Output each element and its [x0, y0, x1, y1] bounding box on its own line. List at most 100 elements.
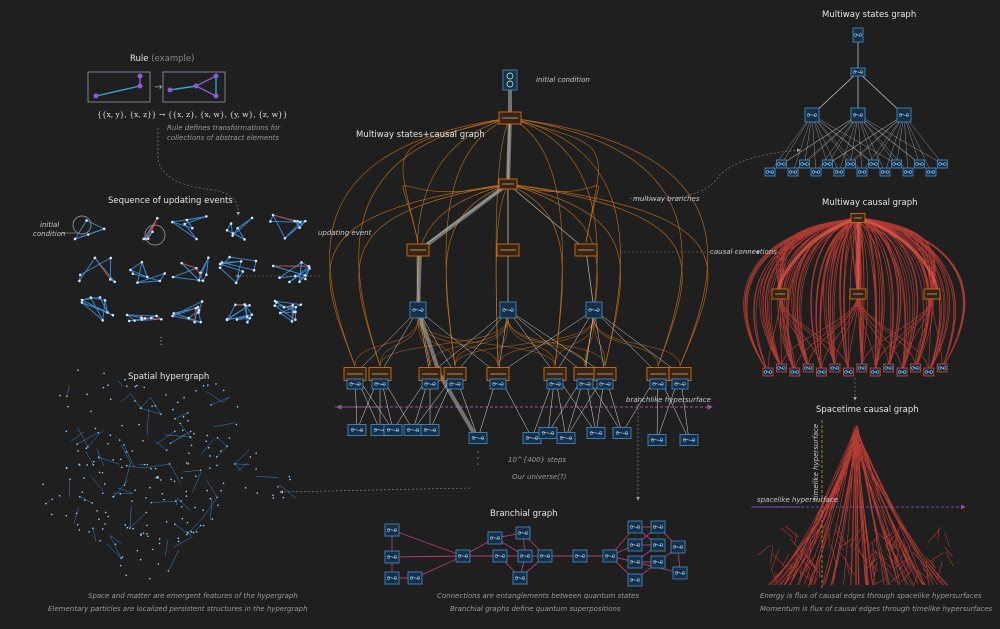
branchial-state-node [407, 571, 423, 585]
state-node [833, 167, 845, 177]
event-node [646, 367, 670, 381]
state-node [799, 159, 810, 169]
state-node [612, 427, 632, 439]
multiway-causal-graph [743, 213, 966, 377]
event-node [368, 367, 392, 381]
branchial-state-node [512, 571, 528, 585]
event-node [496, 243, 520, 257]
state-node [829, 363, 841, 373]
state-node [421, 378, 439, 390]
state-node [371, 378, 389, 390]
rule-title: Rule (example) [130, 54, 194, 64]
branchial-state-node [455, 549, 471, 563]
event-node [418, 367, 442, 381]
rule-diagram: → [87, 71, 226, 103]
steps-label: 10^{400} steps [508, 456, 567, 464]
rule-caption-2: collections of abstract elements [167, 134, 280, 142]
spatial-caption-2: Elementary particles are localized persi… [48, 605, 308, 613]
state-node [910, 363, 921, 373]
multiway-states-graph [764, 27, 948, 177]
event-node [443, 367, 467, 381]
state-node [489, 378, 507, 390]
event-node [498, 111, 522, 125]
state-node [776, 159, 787, 169]
initial-condition-label: initial condition [536, 76, 590, 84]
event-node [543, 367, 567, 381]
branchial-state-node [384, 523, 400, 537]
state-node [896, 107, 912, 123]
state-node [856, 363, 868, 373]
branchial-state-node [492, 549, 508, 563]
event-node [343, 367, 367, 381]
event-node [771, 288, 789, 300]
state-node [762, 367, 774, 377]
branchial-state-node [650, 520, 666, 534]
branchial-caption-2: Branchial graphs define quantum superpos… [450, 605, 621, 613]
center-title: Multiway states+causal graph [356, 130, 485, 140]
branchial-state-node [384, 550, 400, 564]
sequence-title: Sequence of updating events [108, 196, 233, 206]
updating-event-label: updating event [318, 229, 372, 237]
state-node [787, 167, 799, 177]
event-node [850, 213, 866, 223]
branchial-caption-1: Connections are entanglements between qu… [437, 592, 639, 600]
state-node [383, 424, 403, 436]
state-node [852, 27, 864, 43]
branchial-state-node [650, 555, 666, 569]
event-node [668, 367, 692, 381]
state-node [585, 301, 603, 319]
state-node [902, 167, 914, 177]
rule-formula: {{x, y}, {x, z}} → {{x, z}, {x, w}, {y, … [97, 110, 288, 119]
event-node [498, 178, 518, 190]
state-node [409, 301, 427, 319]
state-node [764, 167, 776, 177]
spatial-title: Spatial hypergraph [128, 372, 210, 382]
branchial-state-node [572, 549, 588, 563]
spacetime-causal-graph [751, 420, 966, 588]
branchial-state-node [517, 549, 533, 563]
state-node [868, 159, 879, 169]
rule-caption-1: Rule defines transformations for [167, 124, 281, 132]
state-node [810, 167, 822, 177]
state-node [896, 367, 908, 377]
state-node [816, 367, 827, 377]
state-node [522, 432, 542, 444]
branchial-graph [384, 520, 688, 587]
state-node [647, 434, 667, 446]
spatial-hypergraph [42, 369, 297, 580]
multiway-causal-title: Multiway causal graph [822, 198, 918, 208]
state-node [499, 301, 517, 319]
state-node [869, 367, 881, 377]
branchial-state-node [627, 538, 643, 552]
branchial-state-node [627, 573, 643, 587]
state-node [468, 432, 488, 444]
state-node [576, 378, 594, 390]
our-universe-label: Our universe(?) [512, 473, 567, 481]
state-node [891, 159, 902, 169]
state-node [843, 367, 854, 377]
state-node [845, 159, 856, 169]
multiway-states-causal-graph [329, 69, 713, 465]
state-node [856, 167, 868, 177]
event-node [593, 367, 617, 381]
state-node [923, 367, 935, 377]
branchial-state-node [384, 571, 400, 585]
state-node [403, 424, 423, 436]
state-node [850, 107, 866, 123]
event-node [849, 288, 867, 300]
state-node [671, 378, 689, 390]
event-node [406, 243, 430, 257]
state-node [346, 378, 364, 390]
state-node [925, 167, 937, 177]
spacetime-caption-1: Energy is flux of causal edges through s… [760, 592, 982, 600]
initial-condition-label-1: initial [40, 221, 60, 229]
multiway-states-title: Multiway states graph [822, 10, 917, 20]
rule-title-text: Rule [130, 54, 149, 64]
branchial-state-node [627, 555, 643, 569]
event-node [486, 367, 510, 381]
event-node [573, 367, 597, 381]
state-node [850, 67, 866, 77]
state-node [556, 432, 576, 444]
sequence-continuation-dots: ⋮ [156, 336, 166, 347]
